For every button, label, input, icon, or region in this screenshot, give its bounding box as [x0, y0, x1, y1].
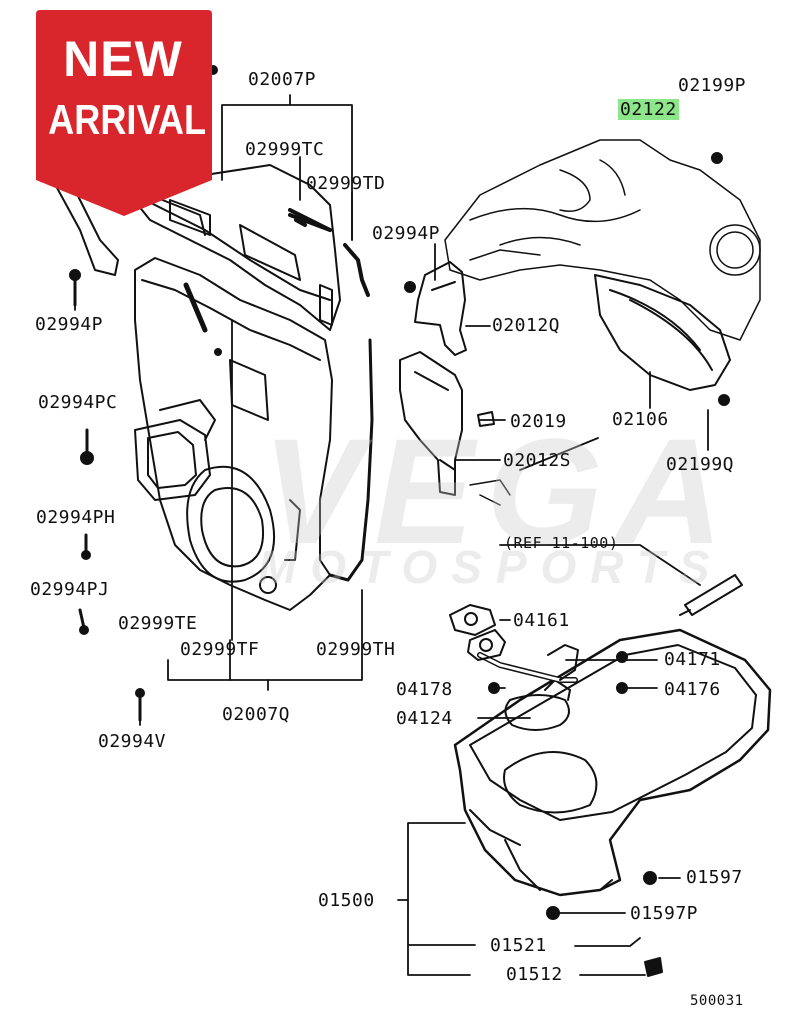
label-02999th: 02999TH: [316, 639, 396, 660]
nut-02019: [477, 411, 495, 427]
bracket-left: [49, 174, 119, 276]
label-02999te: 02999TE: [118, 613, 198, 634]
label-02007q: 02007Q: [222, 704, 291, 725]
label-02999td: 02999TD: [306, 173, 386, 194]
label-01521: 01521: [490, 935, 547, 956]
label-01512: 01512: [506, 964, 563, 985]
bolts: [69, 65, 730, 977]
gasket-02999th: [328, 338, 374, 582]
new-arrival-badge: [36, 10, 212, 216]
diagram-id: 500031: [690, 993, 744, 1009]
rear-cover-02106: [594, 274, 731, 391]
label-01500: 01500: [318, 890, 375, 911]
label-02122-text: 02122: [618, 99, 679, 120]
label-02999tc: 02999TC: [245, 139, 325, 160]
label-02994pj: 02994PJ: [30, 579, 110, 600]
label-01597p: 01597P: [630, 903, 699, 924]
stud-bits: [469, 479, 511, 506]
upper-timing-cover: [137, 164, 341, 331]
lower-timing-cover: [134, 257, 333, 611]
label-02994p-top: 02994P: [372, 223, 441, 244]
bracket-02012s: [399, 351, 463, 496]
label-04176: 04176: [664, 679, 721, 700]
label-02012q: 02012Q: [492, 315, 561, 336]
label-02019: 02019: [510, 411, 567, 432]
badge-line-2: ARRIVAL: [48, 96, 207, 143]
label-02122: 02122: [618, 99, 679, 120]
label-02106: 02106: [612, 409, 669, 430]
label-02012s: 02012S: [503, 450, 572, 471]
label-02999tf: 02999TF: [180, 639, 260, 660]
label-04161: 04161: [513, 610, 570, 631]
label-ref: (REF 11-100): [504, 534, 619, 552]
oil-pan-01500: [453, 628, 772, 897]
gasket-02999td: [343, 243, 370, 297]
sealant-tube: [684, 574, 743, 616]
label-01597: 01597: [686, 867, 743, 888]
seal-02999te: [134, 399, 216, 501]
label-04178: 04178: [396, 679, 453, 700]
label-02994p-left: 02994P: [35, 314, 104, 335]
gasket-02999tc: [288, 208, 332, 232]
badge-line-1: NEW: [63, 31, 183, 87]
gasket-04161: [449, 604, 506, 661]
label-02994pc: 02994PC: [38, 392, 118, 413]
label-02199q: 02199Q: [666, 454, 735, 475]
engine-block-outline: [444, 139, 761, 341]
label-04171: 04171: [664, 649, 721, 670]
label-04124: 04124: [396, 708, 453, 729]
label-02199p: 02199P: [678, 75, 747, 96]
label-02994v: 02994V: [98, 731, 167, 752]
oil-strainer-04124: [477, 644, 579, 731]
leader-lines: [74, 94, 709, 976]
bracket-02012q: [414, 261, 467, 356]
label-02007p: 02007P: [248, 69, 317, 90]
label-02994ph: 02994PH: [36, 507, 116, 528]
